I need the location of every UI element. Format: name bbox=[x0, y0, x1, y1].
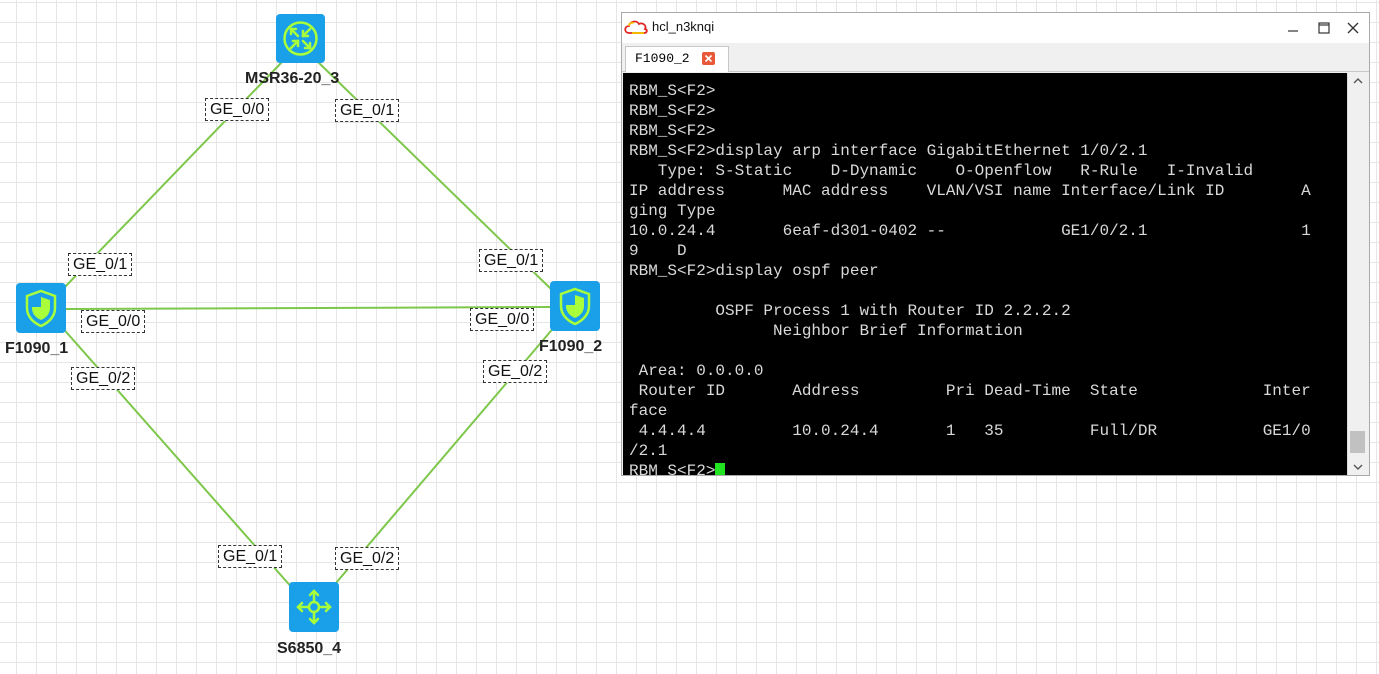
port-label: GE_0/2 bbox=[483, 360, 548, 383]
port-label: GE_0/1 bbox=[335, 99, 400, 122]
switch-icon[interactable] bbox=[289, 582, 339, 632]
port-label: GE_0/1 bbox=[218, 545, 283, 568]
link-fw1-fw2[interactable] bbox=[65, 306, 553, 310]
terminal-line: Neighbor Brief Information bbox=[629, 322, 1023, 340]
terminal-line: RBM_S<F2>display ospf peer bbox=[629, 262, 879, 280]
terminal-cursor bbox=[715, 463, 726, 475]
terminal-line: Area: 0.0.0.0 bbox=[629, 362, 764, 380]
terminal-prompt: RBM_S<F2> bbox=[629, 462, 716, 475]
tab-close-icon[interactable] bbox=[702, 52, 715, 65]
window-titlebar[interactable]: hcl_n3knqi bbox=[622, 13, 1369, 43]
cloud-icon bbox=[624, 20, 648, 34]
terminal-line: Router ID Address Pri Dead-Time State In… bbox=[629, 382, 1311, 400]
terminal-line: face bbox=[629, 402, 668, 420]
device-name-switch[interactable]: S6850_4 bbox=[277, 640, 342, 657]
device-name-fw1[interactable]: F1090_1 bbox=[5, 340, 69, 357]
terminal-line: OSPF Process 1 with Router ID 2.2.2.2 bbox=[629, 302, 1071, 320]
firewall-shield-icon[interactable] bbox=[16, 283, 66, 333]
terminal-line: RBM_S<F2> bbox=[629, 82, 716, 100]
device-name-router[interactable]: MSR36-20_3 bbox=[245, 70, 340, 87]
terminal-line: RBM_S<F2>display arp interface GigabitEt… bbox=[629, 142, 1148, 160]
port-label: GE_0/0 bbox=[81, 310, 146, 333]
maximize-icon[interactable] bbox=[1312, 17, 1336, 39]
terminal-line: /2.1 bbox=[629, 442, 668, 460]
tab-label: F1090_2 bbox=[635, 51, 690, 66]
terminal-line: 10.0.24.4 6eaf-d301-0402 -- GE1/0/2.1 1 bbox=[629, 222, 1311, 240]
port-label: GE_0/2 bbox=[335, 547, 400, 570]
port-label: GE_0/0 bbox=[205, 98, 270, 121]
vertical-scrollbar[interactable] bbox=[1347, 73, 1368, 475]
port-label: GE_0/0 bbox=[470, 308, 535, 331]
terminal-line: 4.4.4.4 10.0.24.4 1 35 Full/DR GE1/0 bbox=[629, 422, 1311, 440]
tab-bar: F1090_2 bbox=[622, 43, 1369, 72]
port-label: GE_0/1 bbox=[68, 253, 133, 276]
terminal-window[interactable]: hcl_n3knqi F1090_2 RBM_S<F2> RBM_S<F2> R… bbox=[621, 12, 1370, 476]
port-label: GE_0/1 bbox=[479, 249, 544, 272]
scrollbar-thumb[interactable] bbox=[1350, 431, 1365, 453]
router-icon[interactable] bbox=[276, 14, 325, 63]
terminal-lines: RBM_S<F2> RBM_S<F2> RBM_S<F2> RBM_S<F2>d… bbox=[629, 81, 1311, 475]
terminal-line: RBM_S<F2> bbox=[629, 102, 716, 120]
close-icon[interactable] bbox=[1341, 17, 1365, 39]
terminal-line: 9 D bbox=[629, 242, 687, 260]
port-label: GE_0/2 bbox=[71, 367, 136, 390]
scroll-down-icon[interactable] bbox=[1348, 458, 1368, 475]
scroll-up-icon[interactable] bbox=[1348, 73, 1368, 90]
terminal-line: RBM_S<F2> bbox=[629, 122, 716, 140]
firewall-shield-icon[interactable] bbox=[550, 281, 600, 331]
tab-f1090-2[interactable]: F1090_2 bbox=[625, 46, 729, 72]
terminal-output[interactable]: RBM_S<F2> RBM_S<F2> RBM_S<F2> RBM_S<F2>d… bbox=[623, 73, 1347, 475]
device-name-fw2[interactable]: F1090_2 bbox=[539, 338, 603, 355]
terminal-line: ging Type bbox=[629, 202, 716, 220]
terminal-line: IP address MAC address VLAN/VSI name Int… bbox=[629, 182, 1311, 200]
window-title: hcl_n3knqi bbox=[652, 19, 715, 34]
minimize-icon[interactable] bbox=[1281, 17, 1305, 39]
terminal-line: Type: S-Static D-Dynamic O-Openflow R-Ru… bbox=[629, 162, 1254, 180]
